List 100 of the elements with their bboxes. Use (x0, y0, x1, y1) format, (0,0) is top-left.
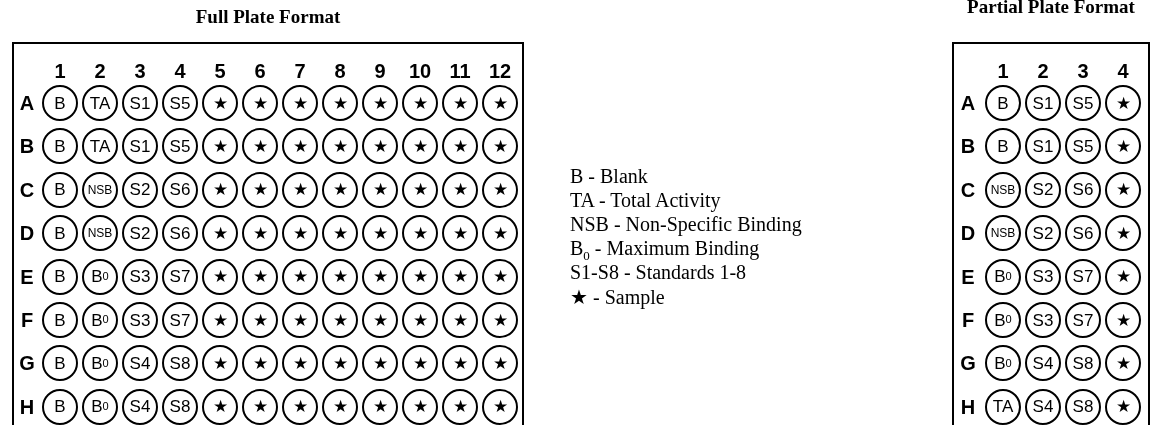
well: ★ (402, 345, 438, 382)
well: B (42, 128, 78, 165)
well: ★ (242, 345, 278, 382)
well: ★ (442, 388, 478, 425)
well: S5 (162, 128, 198, 165)
well: ★ (482, 128, 518, 165)
well: S7 (162, 258, 198, 295)
well: S5 (1065, 85, 1101, 121)
well: ★ (442, 345, 478, 382)
column-number: 7 (294, 61, 306, 81)
well: ★ (482, 388, 518, 425)
well: ★ (402, 302, 438, 338)
well: S1 (122, 128, 158, 165)
well: ★ (442, 85, 478, 121)
well: ★ (242, 388, 278, 425)
well: ★ (282, 85, 318, 121)
column-number: 12 (488, 61, 512, 81)
well: ★ (362, 345, 398, 382)
well: ★ (282, 258, 318, 295)
well: ★ (322, 128, 358, 165)
well: S4 (122, 345, 158, 382)
row-letter: A (960, 93, 976, 113)
legend-entry: NSB - Non-Specific Binding (570, 213, 802, 236)
well: ★ (442, 171, 478, 208)
row-letter: A (19, 93, 35, 113)
well: ★ (1105, 388, 1141, 425)
well: ★ (482, 302, 518, 338)
well: S2 (122, 215, 158, 252)
column-number: 1 (997, 61, 1009, 81)
well: ★ (482, 85, 518, 121)
well: B (42, 388, 78, 425)
legend-entry: TA - Total Activity (570, 189, 721, 212)
well: ★ (402, 128, 438, 165)
well: NSB (82, 171, 118, 208)
well: ★ (1105, 128, 1141, 165)
well: ★ (282, 302, 318, 338)
well: ★ (282, 345, 318, 382)
well: ★ (202, 258, 238, 295)
well: ★ (442, 128, 478, 165)
well: S2 (122, 171, 158, 208)
column-number: 11 (449, 61, 471, 81)
well: S8 (162, 345, 198, 382)
well: ★ (202, 128, 238, 165)
column-number: 5 (214, 61, 226, 81)
well: S3 (122, 258, 158, 295)
well: S6 (162, 171, 198, 208)
well: ★ (442, 302, 478, 338)
well: S8 (162, 388, 198, 425)
well: S7 (162, 302, 198, 338)
legend-entry: ★ - Sample (570, 285, 665, 309)
well: B (42, 302, 78, 338)
well: ★ (1105, 85, 1141, 121)
well: ★ (362, 85, 398, 121)
well: ★ (402, 171, 438, 208)
column-number: 1 (54, 61, 66, 81)
well: ★ (282, 128, 318, 165)
well: ★ (322, 85, 358, 121)
well: S3 (1025, 302, 1061, 338)
well: S5 (162, 85, 198, 121)
well: NSB (985, 215, 1021, 252)
row-letter: G (19, 353, 35, 374)
row-letter: F (961, 310, 975, 330)
well: S8 (1065, 345, 1101, 382)
well: ★ (362, 302, 398, 338)
well: ★ (282, 171, 318, 208)
well: NSB (985, 171, 1021, 208)
well: ★ (1105, 258, 1141, 295)
well: S8 (1065, 388, 1101, 425)
row-letter: G (960, 353, 976, 374)
row-letter: E (961, 266, 975, 287)
well: ★ (362, 215, 398, 252)
well: ★ (202, 345, 238, 382)
well: TA (82, 128, 118, 165)
well: ★ (282, 388, 318, 425)
well: ★ (482, 345, 518, 382)
column-number: 6 (254, 61, 266, 81)
well: ★ (202, 171, 238, 208)
well: S6 (1065, 215, 1101, 252)
well: B (985, 128, 1021, 165)
well: ★ (242, 171, 278, 208)
column-number: 3 (1077, 61, 1089, 81)
well: ★ (202, 215, 238, 252)
well: ★ (242, 128, 278, 165)
well: B (42, 345, 78, 382)
row-letter: C (19, 179, 35, 200)
well: ★ (362, 388, 398, 425)
well: ★ (402, 388, 438, 425)
column-number: 8 (334, 61, 346, 81)
legend-entry: S1-S8 - Standards 1-8 (570, 261, 747, 284)
row-letter: B (960, 136, 976, 157)
well: ★ (362, 128, 398, 165)
well: ★ (482, 258, 518, 295)
well: B (42, 215, 78, 252)
well: S5 (1065, 128, 1101, 165)
well: ★ (322, 388, 358, 425)
legend-entry: B$_{0}$ - Maximum Binding (570, 237, 760, 264)
row-letter: H (960, 396, 976, 417)
well: S2 (1025, 171, 1061, 208)
well: B (42, 85, 78, 121)
column-number: 10 (408, 61, 432, 81)
